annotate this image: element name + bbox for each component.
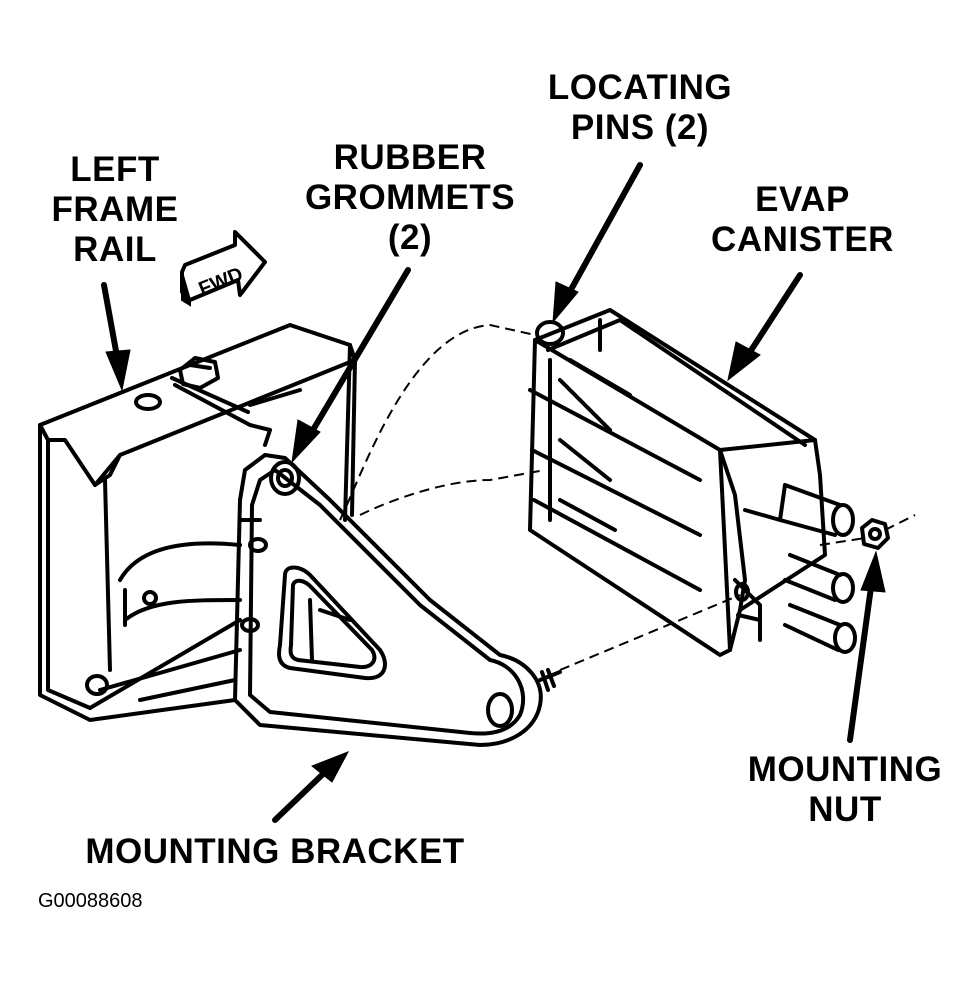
- label-left-frame-rail-line1: LEFT: [70, 150, 160, 189]
- callout-arrows: [101, 162, 886, 823]
- rail-bolt: [170, 356, 272, 447]
- label-locating-pins: LOCATING PINS (2): [535, 68, 745, 148]
- label-rubber-grommets-line1: RUBBER: [333, 138, 487, 177]
- alignment-lines: [339, 323, 916, 671]
- mounting-nut-part: [860, 518, 890, 550]
- label-rubber-grommets: RUBBER GROMMETS (2): [295, 138, 525, 258]
- rubber-grommet-part: [269, 460, 301, 496]
- label-left-frame-rail-line3: RAIL: [73, 230, 157, 269]
- arrow-left-frame-rail: [101, 282, 131, 392]
- figure-code: G00088608: [38, 890, 143, 912]
- label-mounting-bracket: MOUNTING BRACKET: [85, 832, 465, 871]
- label-mounting-nut-line1: MOUNTING: [747, 750, 943, 789]
- label-mounting-nut-line2: NUT: [808, 790, 882, 829]
- mounting-bracket-part: [233, 453, 543, 747]
- label-left-frame-rail-line2: FRAME: [51, 190, 179, 229]
- label-rubber-grommets-line2: GROMMETS: [304, 178, 516, 217]
- label-locating-pins-line2: PINS (2): [570, 108, 710, 147]
- evap-canister-part: [528, 308, 857, 657]
- label-locating-pins-line1: LOCATING: [547, 68, 733, 107]
- left-frame-rail-part: [38, 323, 357, 722]
- label-rubber-grommets-line3: (2): [387, 218, 433, 257]
- label-evap-canister-line1: EVAP: [755, 180, 850, 219]
- arrow-evap-canister: [727, 272, 803, 382]
- label-mounting-nut: MOUNTING NUT: [735, 750, 955, 830]
- label-evap-canister-line2: CANISTER: [711, 220, 894, 259]
- fwd-direction-arrow: FWD: [180, 230, 267, 307]
- arrow-mounting-bracket: [272, 751, 350, 823]
- label-left-frame-rail: LEFT FRAME RAIL: [40, 150, 190, 270]
- label-evap-canister: EVAP CANISTER: [700, 180, 905, 260]
- arrow-rubber-grommets: [291, 267, 411, 464]
- arrow-locating-pins: [552, 162, 643, 324]
- bracket-stud: [538, 668, 562, 692]
- arrow-mounting-nut: [847, 550, 886, 743]
